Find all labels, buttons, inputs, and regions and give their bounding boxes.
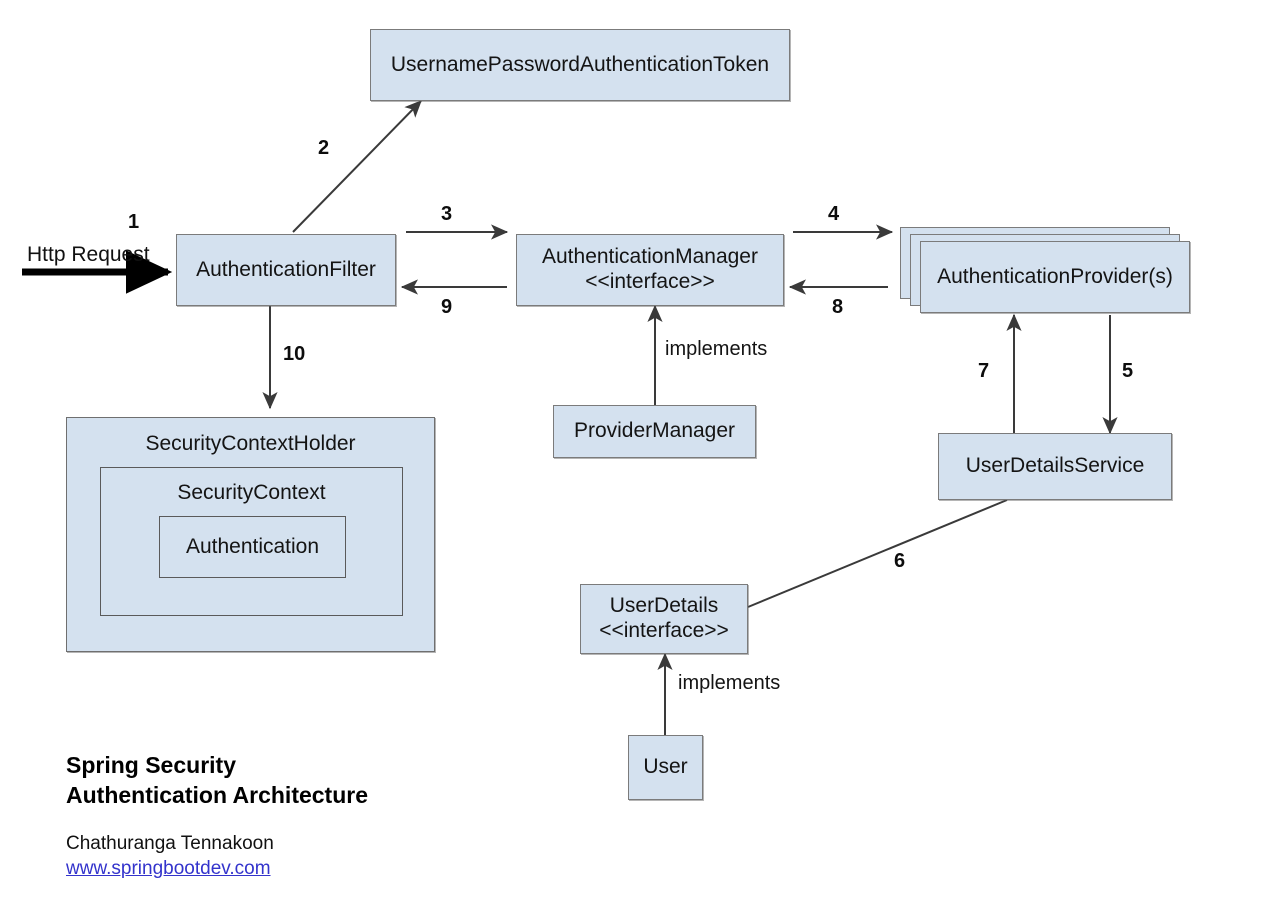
node-security-context[interactable]: SecurityContext Authentication (100, 467, 403, 616)
edge-label-2: 2 (318, 137, 330, 159)
node-authentication-provider[interactable]: AuthenticationProvider(s) (920, 241, 1190, 313)
node-label: ProviderManager (573, 419, 736, 443)
edge-note-implements-providermanager: implements (665, 338, 768, 360)
node-label: User (643, 755, 688, 779)
node-provider-manager[interactable]: ProviderManager (553, 405, 756, 458)
node-label: UsernamePasswordAuthenticationToken (390, 52, 770, 76)
edge-label-10: 10 (283, 343, 306, 365)
node-user[interactable]: User (628, 735, 703, 800)
node-label: AuthenticationFilter (196, 257, 376, 281)
edge-label-8: 8 (832, 296, 844, 318)
node-user-details[interactable]: UserDetails <<interface>> (580, 584, 748, 654)
diagram-title: Spring Security Authentication Architect… (66, 752, 369, 809)
edge-6 (747, 499, 1008, 608)
node-security-context-holder[interactable]: SecurityContextHolder SecurityContext Au… (66, 417, 435, 652)
node-authentication-manager[interactable]: AuthenticationManager <<interface>> (516, 234, 784, 306)
edge-note-implements-user: implements (678, 672, 781, 694)
node-username-password-authentication-token[interactable]: UsernamePasswordAuthenticationToken (370, 29, 790, 101)
edge-label-9: 9 (441, 296, 453, 318)
edge-label-5: 5 (1122, 360, 1134, 382)
node-label: Authentication (185, 535, 320, 558)
node-label: UserDetailsService (965, 454, 1145, 478)
node-label: SecurityContextHolder (145, 432, 356, 455)
node-user-details-service[interactable]: UserDetailsService (938, 433, 1172, 500)
node-authentication[interactable]: Authentication (159, 516, 346, 578)
edge-label-4: 4 (828, 203, 840, 225)
node-label: AuthenticationProvider(s) (937, 264, 1173, 288)
edge-2 (292, 100, 422, 233)
edge-label-6: 6 (894, 550, 906, 572)
edge-label-1: 1 (128, 211, 140, 233)
node-label: SecurityContext (177, 481, 326, 504)
diagram-author: Chathuranga Tennakoon (66, 833, 274, 854)
http-request-label: Http Request (27, 243, 150, 266)
node-authentication-filter[interactable]: AuthenticationFilter (176, 234, 396, 306)
edge-label-7: 7 (978, 360, 990, 382)
edge-label-3: 3 (441, 203, 453, 225)
diagram-website-link[interactable]: www.springbootdev.com (66, 858, 271, 879)
node-label: AuthenticationManager <<interface>> (542, 245, 758, 293)
node-label: UserDetails <<interface>> (599, 594, 729, 642)
